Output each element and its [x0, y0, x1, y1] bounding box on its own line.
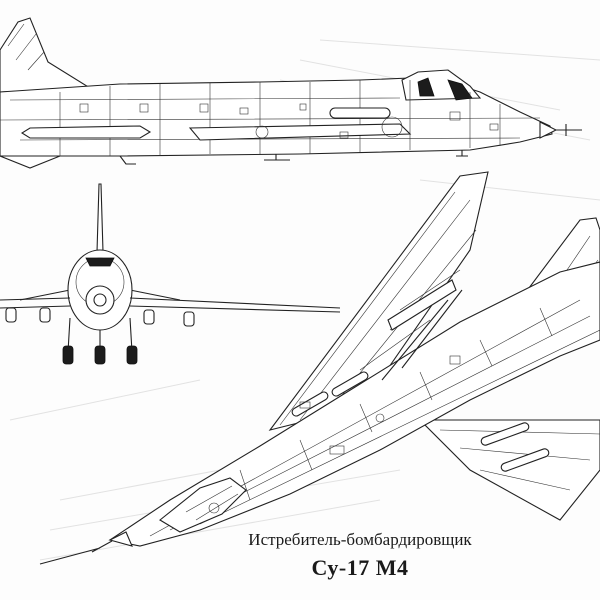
side-drop-tank	[20, 125, 152, 139]
top-view	[39, 171, 600, 565]
side-fuel-pod	[329, 107, 391, 119]
top-nose-cone	[108, 531, 133, 547]
side-view	[0, 17, 582, 169]
side-nose-cone	[539, 121, 558, 139]
side-tail-fin	[0, 17, 92, 93]
side-nose-gear	[456, 150, 468, 157]
front-tail-fin	[96, 183, 104, 253]
top-fuselage	[108, 261, 600, 547]
side-canopy-glass	[417, 77, 435, 97]
side-pitot-probe	[556, 124, 582, 136]
top-pitot-probe	[39, 540, 113, 565]
front-nose-wheel	[94, 345, 106, 365]
front-stabilizers	[19, 289, 181, 301]
side-wing-root	[188, 123, 412, 141]
side-main-gear	[264, 154, 290, 161]
aircraft-model-title: Су-17 М4	[311, 555, 409, 580]
front-right-wheel	[126, 345, 138, 365]
drawing-subtitle: Истребитель-бомбардировщик	[248, 530, 472, 549]
front-right-wing	[129, 297, 341, 313]
front-left-wheel	[62, 345, 74, 365]
front-view	[0, 183, 341, 365]
front-nose-cone	[93, 293, 107, 307]
top-canopy	[159, 477, 247, 533]
front-left-wing	[0, 297, 71, 309]
